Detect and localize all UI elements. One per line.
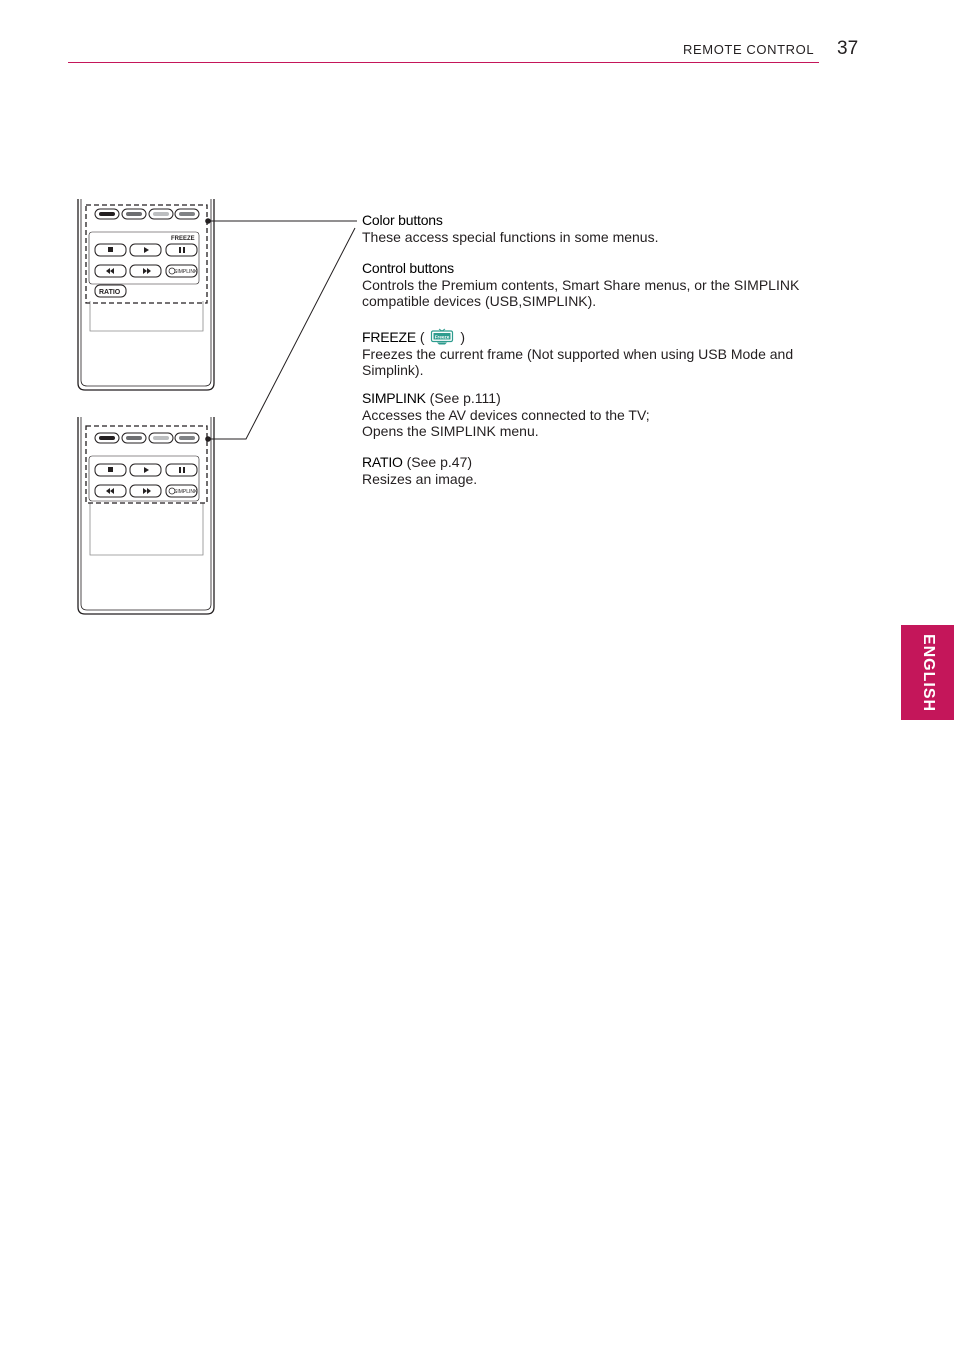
page-number: 37 [837,38,859,59]
pause-button[interactable] [165,243,198,257]
ratio-button[interactable] [94,284,127,298]
ratio-heading: RATIO (See p.47) [362,454,842,471]
remote-1: FREEZE SIMPLINK RATIO [77,199,215,391]
language-tab: ENGLISH [901,625,954,720]
simplink-label-1: SIMPLINK [174,269,198,275]
simplink-body-line2: Opens the SIMPLINK menu. [362,423,539,439]
simplink-heading: SIMPLINK (See p.111) [362,390,842,407]
color-buttons-description: Color buttons These access special funct… [362,212,842,245]
ratio-label: RATIO [99,289,121,296]
color-buttons-term: Color buttons [362,212,443,228]
control-buttons: SIMPLINK RATIO [94,243,198,298]
control-buttons-description: Control buttons Controls the Premium con… [362,260,842,310]
simplink-description: SIMPLINK (See p.111) Accesses the AV dev… [362,390,842,440]
simplink-label-2: SIMPLINK [174,489,198,495]
color-buttons-body: These access special functions in some m… [362,228,659,245]
control-buttons-term: Control buttons [362,260,454,276]
highlight-frame-1 [85,204,208,304]
color-buttons [94,208,200,220]
remote-2: SIMPLINK [77,417,215,615]
ratio-description: RATIO (See p.47) Resizes an image. [362,454,842,487]
freeze-term: FREEZE [362,329,417,345]
highlight-frame-2 [85,425,208,504]
freeze-heading: FREEZE ( Freeze ) [362,326,842,346]
control-buttons-body: Controls the Premium contents, Smart Sha… [362,276,800,310]
freeze-description: FREEZE ( Freeze ) Freezes the current fr… [362,326,842,379]
leader-lines [205,218,357,442]
simplink-body-line1: Accesses the AV devices connected to the… [362,406,650,423]
ratio-term: RATIO [362,454,403,470]
freeze-label: FREEZE [171,236,195,242]
freeze-icon-label: Freeze [435,334,450,339]
language-tab-label: ENGLISH [919,633,937,712]
header-rule [68,62,819,63]
ratio-body: Resizes an image. [362,470,478,487]
freeze-close-paren: ) [456,329,466,345]
simplink-button[interactable] [165,264,198,278]
simplink-term: SIMPLINK [362,390,426,406]
freeze-open-paren: ( [416,329,429,345]
freeze-body: Freezes the current frame (Not supported… [362,345,794,379]
ratio-ref: (See p.47) [402,454,473,470]
remote-illustration: FREEZE SIMPLINK RATIO [77,199,357,615]
simplink-ref: (See p.111) [425,390,501,406]
freeze-tv-icon: Freeze [430,326,454,345]
header-section-title: REMOTE CONTROL [683,42,815,57]
